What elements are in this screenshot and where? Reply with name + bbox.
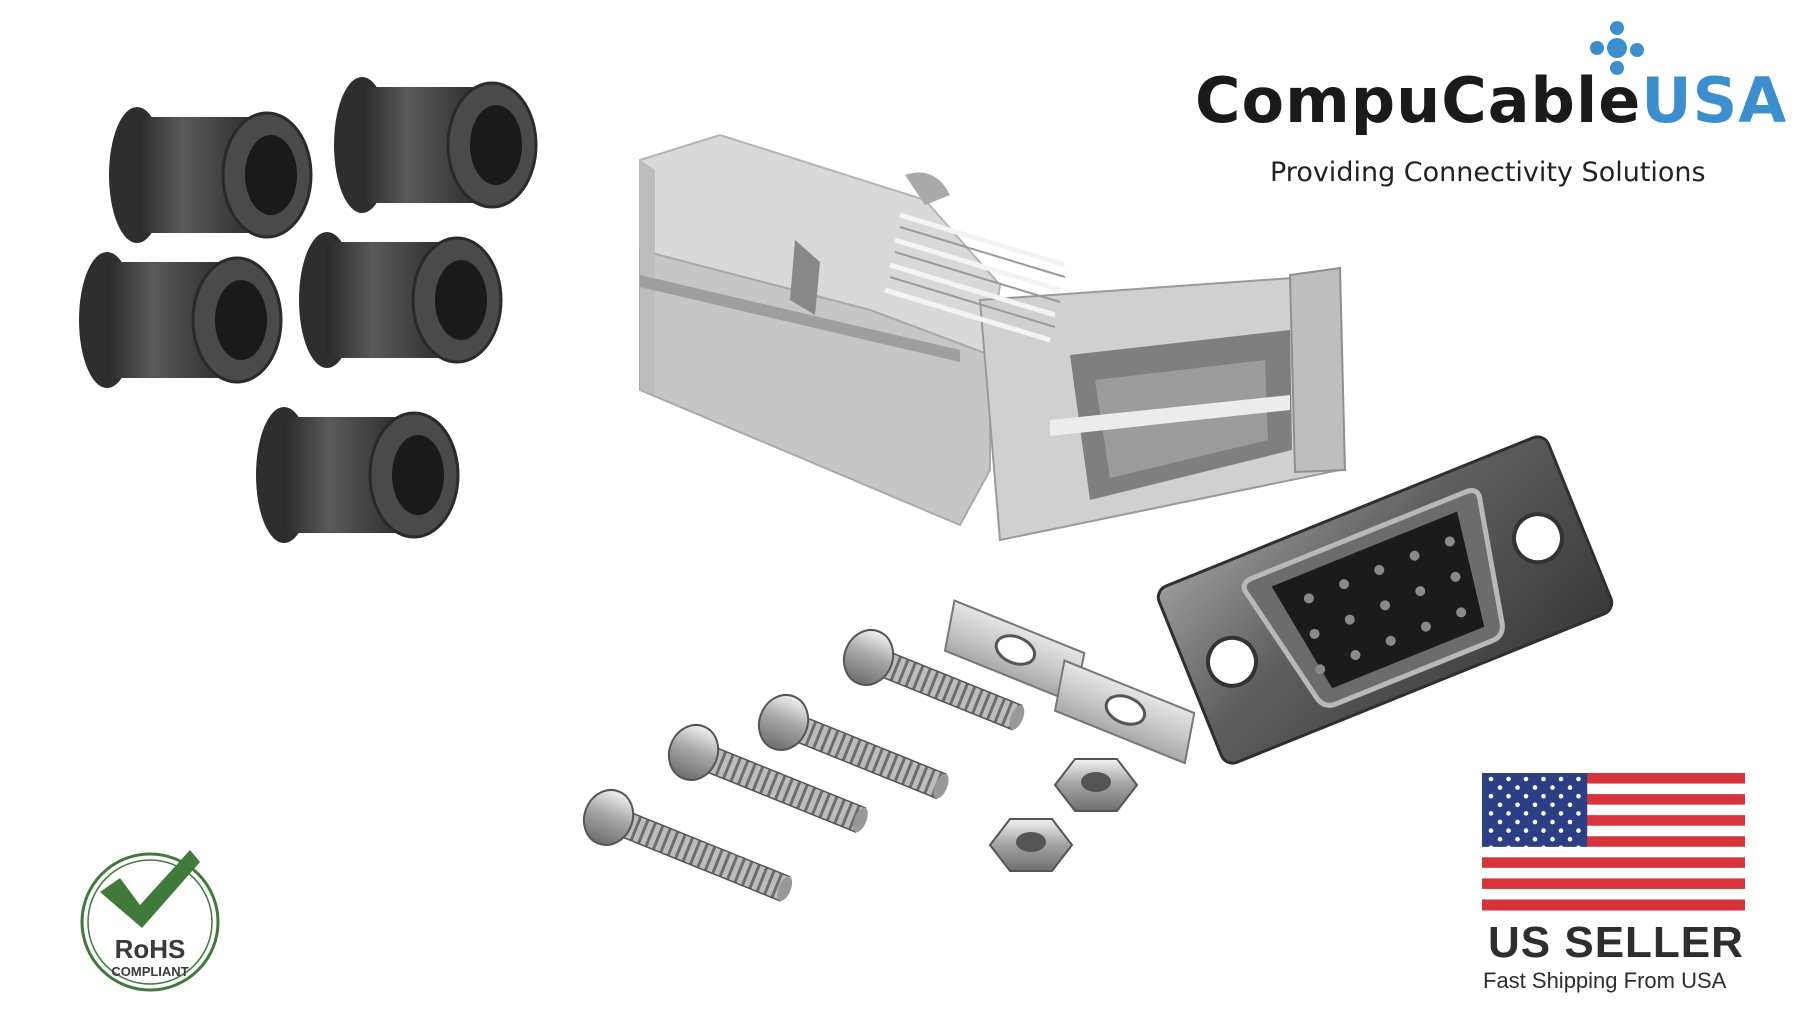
- locking-plate: [1053, 659, 1196, 765]
- brand-name-part2: USA: [1641, 64, 1788, 137]
- screw: [842, 629, 1025, 731]
- connector-hood: [639, 133, 1347, 542]
- connector-pin: [1374, 564, 1385, 575]
- shipping-label: Fast Shipping From USA: [1483, 968, 1727, 993]
- connector-pin: [1315, 664, 1326, 675]
- hd15-male-connector: [1156, 435, 1614, 765]
- rohs-subtitle: COMPLIANT: [111, 964, 188, 979]
- connector-pin: [1350, 650, 1361, 661]
- hex-nut: [988, 818, 1074, 872]
- us-flag-icon: [1482, 773, 1745, 911]
- grommet: [256, 407, 460, 543]
- grommet: [109, 107, 313, 243]
- rohs-check-icon: [100, 850, 200, 928]
- connector-pin: [1456, 607, 1467, 618]
- rohs-title: RoHS: [115, 934, 186, 964]
- connector-pin: [1409, 550, 1420, 561]
- connector-pin: [1420, 621, 1431, 632]
- brand-name-part1: CompuCable: [1195, 64, 1642, 137]
- screw: [582, 789, 793, 902]
- connector-pin: [1344, 614, 1355, 625]
- rohs-badge: RoHS COMPLIANT: [80, 850, 220, 992]
- grommet: [334, 77, 538, 213]
- connector-pin: [1385, 635, 1396, 646]
- logo-dots-icon: [1590, 21, 1644, 75]
- connector-pin: [1303, 593, 1314, 604]
- grommet: [79, 252, 283, 388]
- screw: [667, 724, 868, 833]
- us-seller-label: US SELLER: [1488, 918, 1744, 967]
- brand-tagline: Providing Connectivity Solutions: [1270, 157, 1706, 188]
- brand-logo: CompuCableUSA: [1195, 70, 1787, 132]
- connector-pin: [1415, 586, 1426, 597]
- connector-pin: [1339, 579, 1350, 590]
- connector-pin: [1450, 571, 1461, 582]
- grommet: [299, 232, 503, 368]
- connector-pin: [1309, 628, 1320, 639]
- hex-nut: [1053, 758, 1139, 812]
- connector-pin: [1444, 536, 1455, 547]
- screw: [757, 694, 949, 800]
- connector-pin: [1380, 600, 1391, 611]
